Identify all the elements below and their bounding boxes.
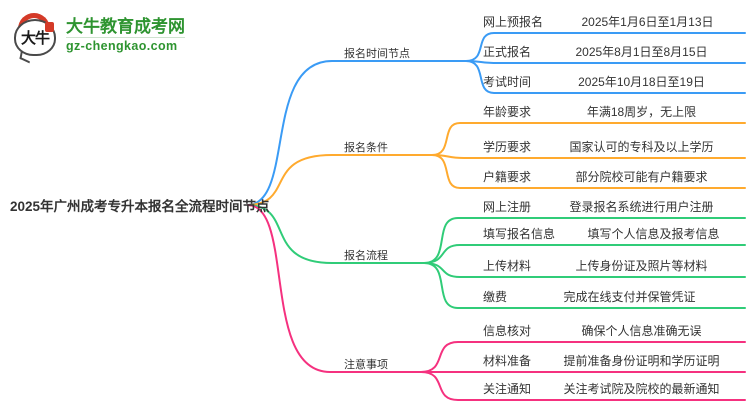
leaf-value: 完成在线支付并保管凭证	[563, 290, 696, 304]
leaf-value: 登录报名系统进行用户注册	[569, 200, 714, 214]
branch-time-lines	[247, 32, 746, 206]
logo-text-block: 大牛教育成考网 gz-chengkao.com	[66, 16, 185, 53]
leaf-label: 材料准备	[483, 354, 532, 368]
leaf-value: 上传身份证及照片等材料	[575, 259, 708, 273]
leaf-value: 部分院校可能有户籍要求	[575, 170, 708, 184]
branch-label-condition: 报名条件	[344, 142, 388, 154]
branch-condition-lines	[247, 122, 746, 206]
leaf-value: 2025年10月18日至19日	[578, 75, 705, 89]
leaf-value: 国家认可的专科及以上学历	[569, 140, 714, 154]
leaf-value: 年满18周岁，无上限	[586, 105, 697, 119]
leaf-value: 提前准备身份证明和学历证明	[563, 354, 720, 368]
leaf-label: 信息核对	[483, 324, 532, 338]
leaf-follow-notice: 关注通知 关注考试院及院校的最新通知	[462, 381, 746, 399]
logo-bubble-text: 大牛	[20, 30, 50, 47]
leaf-label: 缴费	[483, 290, 508, 304]
leaf-label: 户籍要求	[483, 170, 532, 184]
leaf-fill-info: 填写报名信息 填写个人信息及报考信息	[462, 226, 746, 244]
leaf-pre-registration: 网上预报名 2025年1月6日至1月13日	[462, 14, 746, 32]
logo-site-name: 大牛教育成考网	[66, 16, 185, 36]
leaf-value: 填写个人信息及报考信息	[587, 227, 720, 241]
branch-process-lines	[247, 204, 746, 309]
branch-notes-lines	[247, 204, 746, 401]
leaf-label: 年龄要求	[483, 105, 532, 119]
leaf-official-registration: 正式报名 2025年8月1日至8月15日	[462, 44, 746, 62]
leaf-label: 上传材料	[483, 259, 532, 273]
leaf-online-register: 网上注册 登录报名系统进行用户注册	[462, 199, 746, 217]
leaf-exam-time: 考试时间 2025年10月18日至19日	[462, 74, 746, 92]
logo-site-url: gz-chengkao.com	[66, 37, 185, 53]
leaf-label: 网上预报名	[483, 15, 544, 29]
leaf-value: 关注考试院及院校的最新通知	[563, 382, 720, 396]
logo-red-arc	[18, 13, 50, 29]
branch-label-time: 报名时间节点	[344, 48, 410, 60]
leaf-material-prepare: 材料准备 提前准备身份证明和学历证明	[462, 353, 746, 371]
leaf-label: 网上注册	[483, 200, 532, 214]
leaf-label: 学历要求	[483, 140, 532, 154]
leaf-label: 正式报名	[483, 45, 532, 59]
central-topic: 2025年广州成考专升本报名全流程时间节点	[10, 199, 270, 214]
leaf-payment: 缴费 完成在线支付并保管凭证	[462, 289, 746, 307]
leaf-value: 确保个人信息准确无误	[581, 324, 702, 338]
leaf-age-requirement: 年龄要求 年满18周岁，无上限	[462, 104, 746, 122]
leaf-label: 填写报名信息	[483, 227, 556, 241]
branch-label-notes: 注意事项	[344, 359, 388, 371]
leaf-label: 考试时间	[483, 75, 532, 89]
leaf-info-check: 信息核对 确保个人信息准确无误	[462, 323, 746, 341]
leaf-value: 2025年1月6日至1月13日	[581, 15, 714, 29]
logo-bull-icon: 大牛	[12, 12, 58, 64]
leaf-label: 关注通知	[483, 382, 532, 396]
site-logo: 大牛 大牛教育成考网 gz-chengkao.com	[12, 12, 185, 64]
branch-label-process: 报名流程	[344, 250, 388, 262]
leaf-residence-requirement: 户籍要求 部分院校可能有户籍要求	[462, 169, 746, 187]
leaf-education-requirement: 学历要求 国家认可的专科及以上学历	[462, 139, 746, 157]
leaf-value: 2025年8月1日至8月15日	[575, 45, 708, 59]
logo-red-seal	[45, 22, 54, 32]
leaf-upload-materials: 上传材料 上传身份证及照片等材料	[462, 258, 746, 276]
